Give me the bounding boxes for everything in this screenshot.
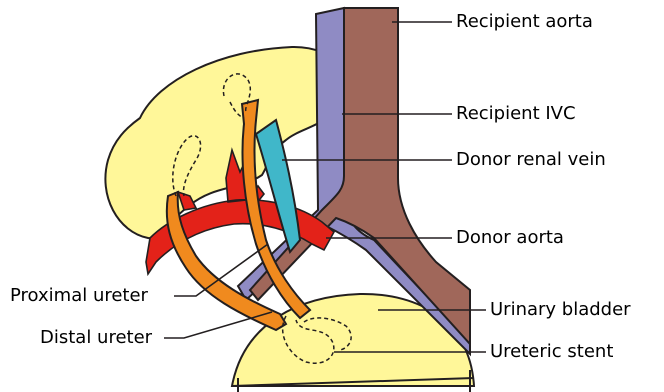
- label-recipient-aorta: Recipient aorta: [456, 11, 593, 33]
- label-recipient-ivc: Recipient IVC: [456, 103, 576, 125]
- label-proximal-ureter: Proximal ureter: [10, 285, 148, 307]
- label-ureteric-stent: Ureteric stent: [490, 341, 613, 363]
- label-distal-ureter: Distal ureter: [40, 327, 152, 349]
- label-urinary-bladder: Urinary bladder: [490, 299, 631, 321]
- label-donor-aorta: Donor aorta: [456, 227, 564, 249]
- label-donor-renal-vein: Donor renal vein: [456, 149, 606, 171]
